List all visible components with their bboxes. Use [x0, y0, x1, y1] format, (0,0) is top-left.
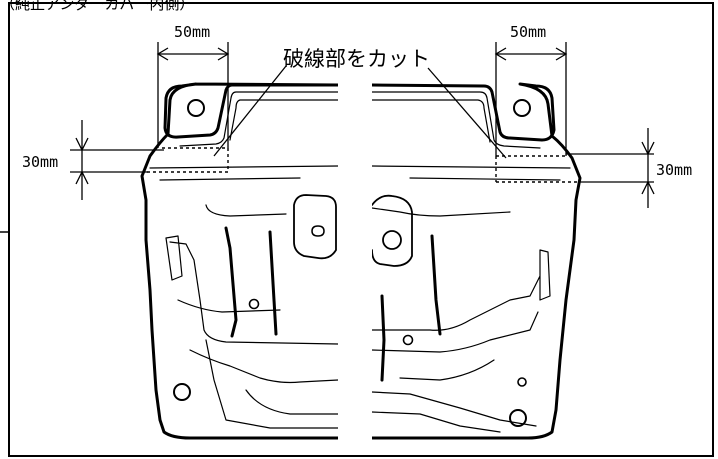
dimension-lines: [70, 42, 655, 208]
cover-left-slash-2: [268, 230, 278, 336]
center-boss-left: [293, 194, 337, 260]
cover-right-slash-1: [430, 234, 442, 336]
cover-right-slash-2: [380, 294, 386, 382]
cover-left-outline: [140, 82, 340, 440]
center-boss-right-hole: [382, 230, 402, 250]
dimension-label-right-width: 50mm: [510, 23, 546, 41]
center-boss-right: [371, 194, 413, 267]
mount-hole-right-top: [513, 99, 531, 117]
dimension-label-right-height: 30mm: [656, 161, 692, 179]
center-boss-left-slot: [311, 225, 325, 237]
mount-hole-left-bottom: [173, 383, 191, 401]
callout-leaders: [213, 65, 507, 159]
cover-right-half: [370, 82, 582, 440]
small-hole-right-2: [517, 377, 527, 387]
cover-left-top-edge: [149, 165, 339, 181]
small-hole-right-1: [402, 334, 414, 346]
small-hole-left-1: [248, 298, 260, 310]
dimension-label-left-height: 30mm: [22, 153, 58, 171]
dimension-label-left-width: 50mm: [174, 23, 210, 41]
mount-hole-right-bottom: [509, 409, 527, 427]
cover-left-half: [140, 82, 340, 440]
cover-right-ribs: [371, 207, 551, 433]
cover-left-slash-1: [224, 226, 238, 338]
center-split-gap: [338, 80, 372, 450]
cover-right-inner-rim: [371, 91, 541, 149]
cover-right-outline: [370, 82, 582, 440]
cover-right-top-edge: [371, 165, 571, 181]
cut-area-right: [495, 155, 578, 183]
cut-area-left: [146, 147, 229, 173]
diagram-frame: [8, 2, 714, 457]
cut-callout-label: 破線部をカット: [283, 47, 430, 71]
mount-hole-left-top: [187, 99, 205, 117]
cover-left-ribs: [165, 204, 339, 429]
